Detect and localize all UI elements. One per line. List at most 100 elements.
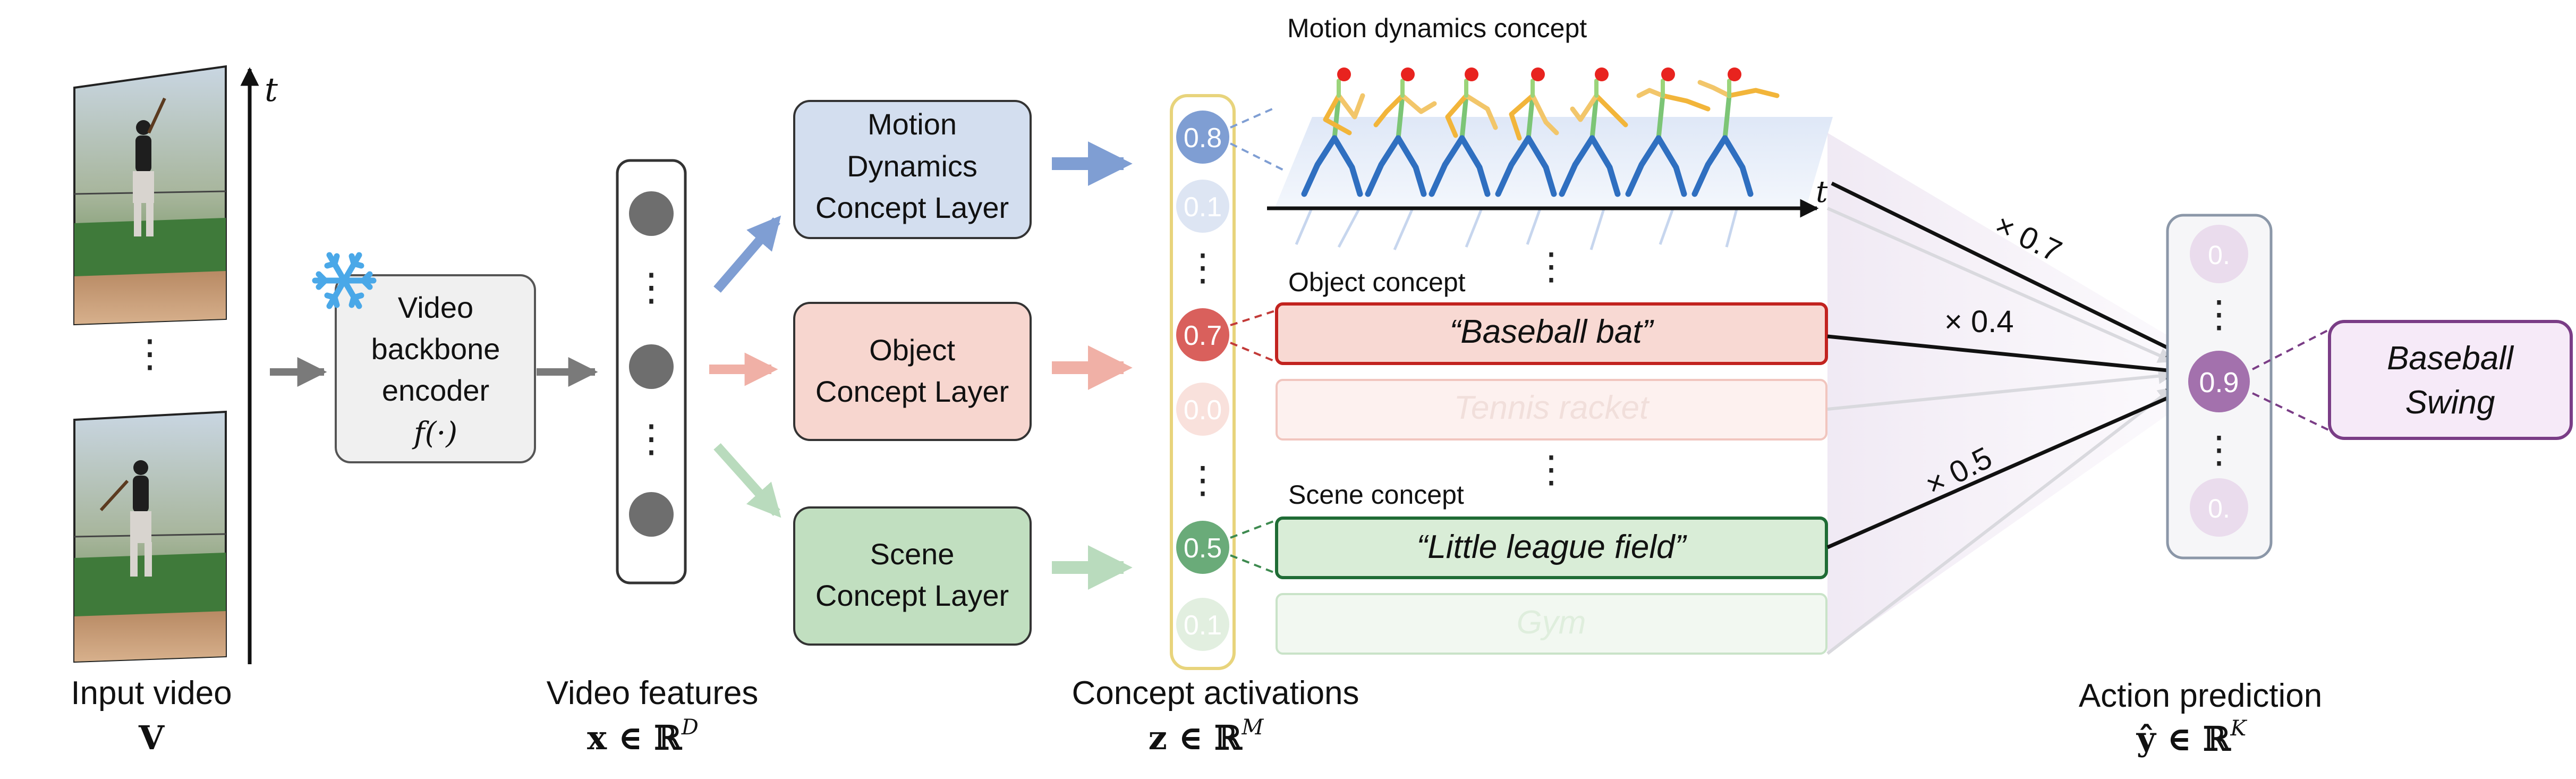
motion-concept-title: Motion dynamics concept xyxy=(1287,13,1587,43)
object-concept-title: Object concept xyxy=(1288,267,1466,297)
skeleton-leg-back xyxy=(1691,135,1728,197)
scene-activation-node-faded-value: 0.1 xyxy=(1184,610,1222,641)
skeleton-arm-right xyxy=(1697,80,1732,98)
prediction-ellipsis-1: ⋮ xyxy=(2200,293,2238,335)
scene-concept-inactive: Gym xyxy=(1276,593,1827,655)
object-layer-line1: Object xyxy=(869,333,955,367)
encoder-line1: Video xyxy=(398,291,473,324)
input-video-caption: Input video xyxy=(71,675,232,712)
motion-layer-line1: Motion xyxy=(868,107,957,141)
input-video-symbol: V xyxy=(138,718,165,757)
encoder-function: f(·) xyxy=(412,416,457,451)
skeleton-arm-right xyxy=(1464,93,1498,130)
encoder-block: Video backbone encoder f(·) xyxy=(312,252,536,463)
motion-weight-arrow xyxy=(1831,181,2187,358)
encoder-line2: backbone xyxy=(371,332,500,366)
skeleton-torso xyxy=(1459,93,1469,141)
skeleton-torso xyxy=(1396,93,1405,141)
skeleton-leg-back xyxy=(1559,135,1595,197)
skeleton-arm-right xyxy=(1336,93,1365,120)
scene-activation-node-faded xyxy=(1176,598,1229,651)
prediction-node-bottom xyxy=(2190,478,2248,537)
skeleton-leg-front xyxy=(1722,135,1754,197)
skeleton-torso xyxy=(1526,93,1535,141)
activation-ellipsis-2: ⋮ xyxy=(1184,459,1221,501)
skeleton-shadows xyxy=(1295,206,1739,251)
skeleton-arm-left xyxy=(1594,93,1628,128)
object-weight-arrow xyxy=(1827,334,2186,380)
activation-ellipsis-1: ⋮ xyxy=(1184,247,1221,288)
skeleton-head xyxy=(1465,67,1478,81)
object-concept-active-label: “Baseball bat” xyxy=(1450,314,1654,350)
skeleton-leg-front xyxy=(1589,135,1621,197)
predicted-action-line2: Swing xyxy=(2405,384,2495,421)
skeleton-head xyxy=(1661,67,1675,81)
motion-activation-node-faded xyxy=(1176,180,1229,233)
feature-node-3 xyxy=(629,492,674,537)
features-to-motion-arrow xyxy=(713,215,781,293)
object-link-bottom xyxy=(1230,342,1276,362)
skeleton-torso xyxy=(1332,93,1341,141)
object-activation-node-faded xyxy=(1176,383,1229,436)
motion-concept-visual: t xyxy=(1267,67,1833,251)
prediction-ellipsis-2: ⋮ xyxy=(2200,429,2238,470)
features-to-scene-arrow xyxy=(713,443,781,518)
activations-caption: Concept activations xyxy=(1072,675,1359,712)
object-activation-node-faded-value: 0.0 xyxy=(1184,395,1222,426)
object-link-top xyxy=(1230,310,1276,326)
scene-weight-arrow xyxy=(1826,388,2187,549)
skeleton-arm-left xyxy=(1373,93,1405,128)
scene-link-top xyxy=(1230,520,1276,539)
faded-weight-lines xyxy=(1826,207,2174,655)
skeleton-leg-back xyxy=(1301,135,1338,197)
prediction-caption: Action prediction xyxy=(2079,678,2322,714)
skeleton-arm-left xyxy=(1509,93,1535,141)
prediction-vector: 0. 0.9 0. ⋮ ⋮ xyxy=(2166,214,2273,560)
prediction-link-top xyxy=(2252,328,2330,370)
concept-list-ellipsis-2: ⋮ xyxy=(1533,448,1570,490)
scene-concept-active: “Little league field” xyxy=(1275,516,1828,579)
skeleton-torso xyxy=(1589,93,1599,141)
feature-vector: ⋮ ⋮ xyxy=(616,159,687,585)
prediction-main-value: 0.9 xyxy=(2199,367,2239,399)
scene-concept-active-label: “Little league field” xyxy=(1417,529,1687,565)
feature-ellipsis-2: ⋮ xyxy=(632,418,670,460)
video-frame-1 xyxy=(73,65,227,326)
motion-layer-line2: Dynamics xyxy=(847,149,977,183)
motion-concept-layer: Motion Dynamics Concept Layer xyxy=(793,100,1032,239)
feature-node-1 xyxy=(629,191,674,236)
activations-formula: z ∈ ℝM xyxy=(1149,715,1264,757)
skeleton-leg-back xyxy=(1365,135,1401,197)
skeleton-head xyxy=(1337,67,1351,81)
motion-link-top xyxy=(1230,108,1273,129)
skeleton-leg-back xyxy=(1429,135,1465,197)
prediction-formula: ŷ ∈ ℝK xyxy=(2136,716,2248,758)
skeleton-figure xyxy=(1495,67,1559,197)
prediction-link-bottom xyxy=(2252,392,2330,431)
object-concept-inactive: Tennis racket xyxy=(1276,379,1827,441)
prediction-top-value: 0. xyxy=(2208,240,2230,270)
skeleton-head xyxy=(1531,67,1545,81)
snowflake-icon xyxy=(312,252,377,309)
feature-node-2 xyxy=(629,344,674,389)
features-caption: Video features xyxy=(547,675,759,712)
skeleton-arm-left xyxy=(1727,88,1780,98)
skeleton-leg-front xyxy=(1331,135,1363,197)
skeleton-leg-front xyxy=(1655,135,1687,197)
prediction-node-main xyxy=(2188,351,2250,412)
skeleton-sequence xyxy=(1301,67,1780,197)
prediction-node-top xyxy=(2190,225,2248,283)
scene-concept-title: Scene concept xyxy=(1288,480,1464,510)
skeleton-arm-left xyxy=(1323,93,1352,136)
skeleton-head xyxy=(1595,67,1609,81)
skeleton-torso xyxy=(1656,93,1665,141)
scene-activation-node xyxy=(1176,521,1229,574)
object-activation-node-value: 0.7 xyxy=(1184,320,1222,351)
predicted-action-label: Baseball Swing xyxy=(2328,320,2573,440)
motion-activation-node xyxy=(1176,111,1229,164)
activation-vector: 0.80.10.70.00.50.1 ⋮ ⋮ xyxy=(1170,94,1236,670)
object-concept-layer: Object Concept Layer xyxy=(793,302,1032,441)
scene-concept-layer: Scene Concept Layer xyxy=(793,506,1032,646)
